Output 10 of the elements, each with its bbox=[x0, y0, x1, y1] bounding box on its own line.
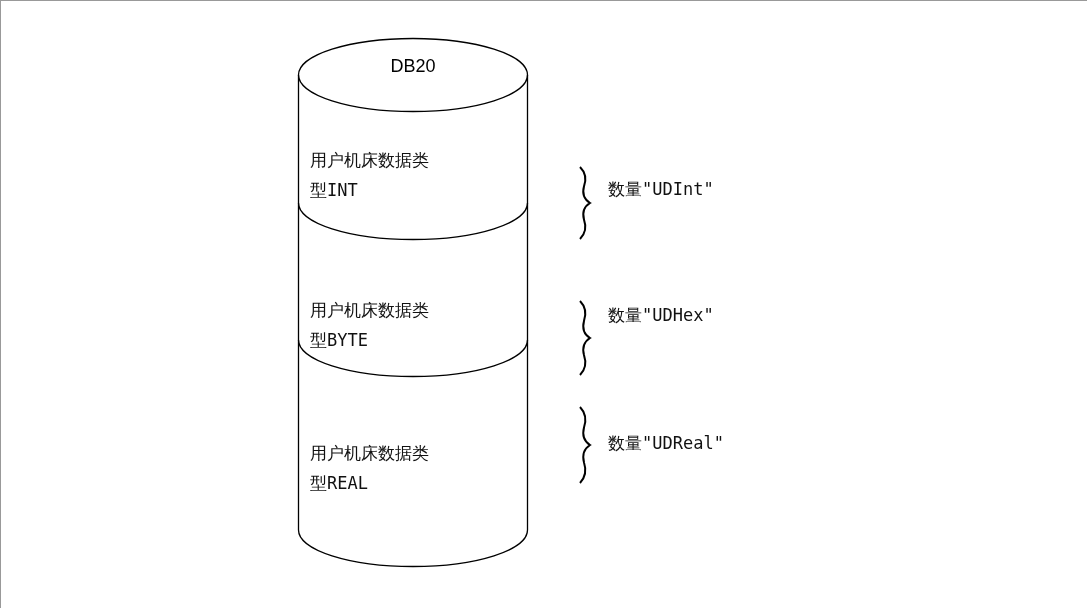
segment-label: 用户机床数据类型BYTE bbox=[310, 299, 430, 352]
cylinder-segment bbox=[298, 203, 528, 377]
cylinder-segment bbox=[298, 75, 528, 240]
quantity-label: 数量"UDReal" bbox=[608, 432, 724, 455]
cylinder-title: DB20 bbox=[389, 56, 437, 77]
segment-label: 用户机床数据类型REAL bbox=[310, 442, 430, 495]
cylinder-top bbox=[298, 38, 528, 112]
quantity-label: 数量"UDHex" bbox=[608, 304, 714, 327]
segment-label: 用户机床数据类型INT bbox=[310, 149, 430, 202]
quantity-label: 数量"UDInt" bbox=[608, 178, 714, 201]
